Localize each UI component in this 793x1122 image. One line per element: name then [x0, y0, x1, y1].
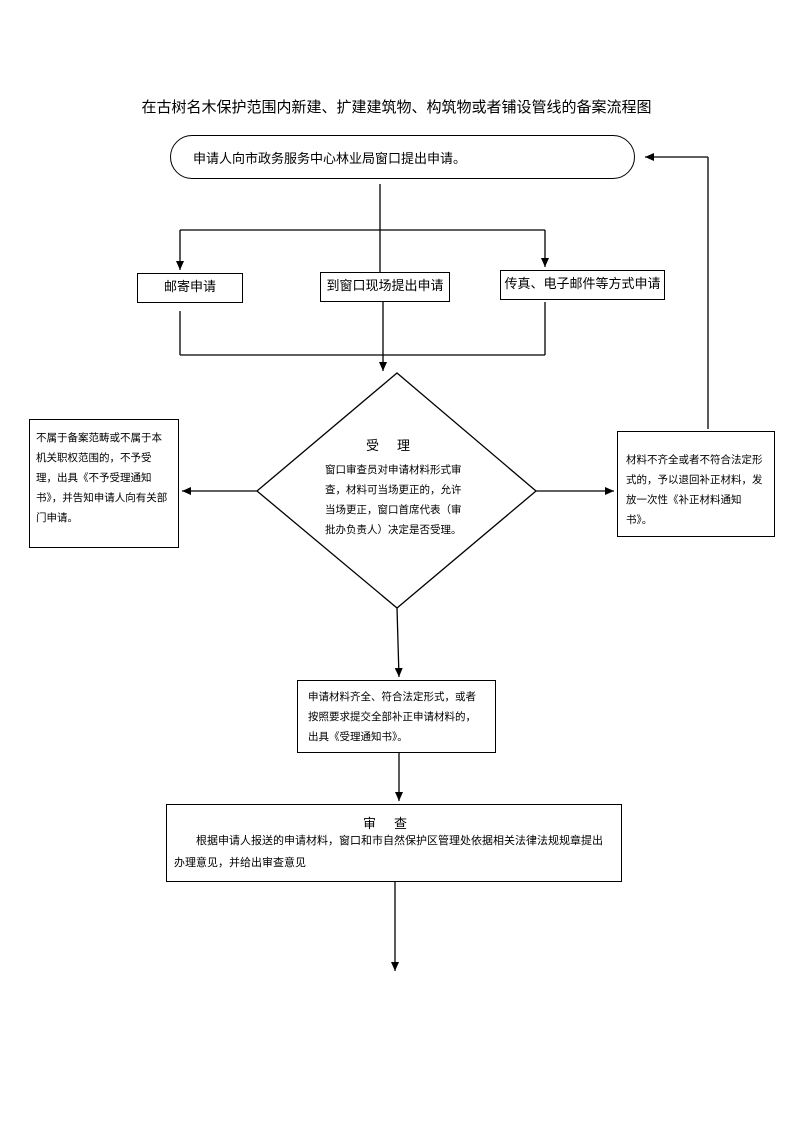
review-heading: 审查 [362, 817, 425, 832]
acceptance-heading: 受理 [365, 439, 428, 454]
arrow-to-accepted [394, 607, 403, 678]
window-application-node: 到窗口现场提出申请 [320, 272, 450, 302]
review-node: 审查 根据申请人报送的申请材料，窗口和市自然保护区管理处依据相关法律法规规章提出… [166, 804, 622, 882]
start-node: 申请人向市政务服务中心林业局窗口提出申请。 [170, 135, 635, 179]
review-text: 根据申请人报送的申请材料，窗口和市自然保护区管理处依据相关法律法规规章提出办理意… [174, 834, 603, 869]
mail-application-node: 邮寄申请 [137, 273, 243, 303]
acceptance-text: 窗口审查员对申请材料形式审查，材料可当场更正的，允许当场更正，窗口首席代表（审批… [325, 464, 462, 536]
reject-node: 不属于备案范畴或不属于本机关职权范围的，不予受理，出具《不予受理通知书》，并告知… [29, 419, 179, 548]
diagram-title: 在古树名木保护范围内新建、扩建建筑物、构筑物或者铺设管线的备案流程图 [141, 98, 652, 116]
fax-email-application-node: 传真、电子邮件等方式申请 [500, 270, 665, 300]
accepted-node: 申请材料齐全、符合法定形式，或者按照要求提交全部补正申请材料的，出具《受理通知书… [297, 680, 496, 753]
supplement-node: 材料不齐全或者不符合法定形式的，予以退回补正材料，发放一次性《补正材料通知书》。 [617, 431, 775, 537]
start-node-text: 申请人向市政务服务中心林业局窗口提出申请。 [193, 152, 467, 167]
